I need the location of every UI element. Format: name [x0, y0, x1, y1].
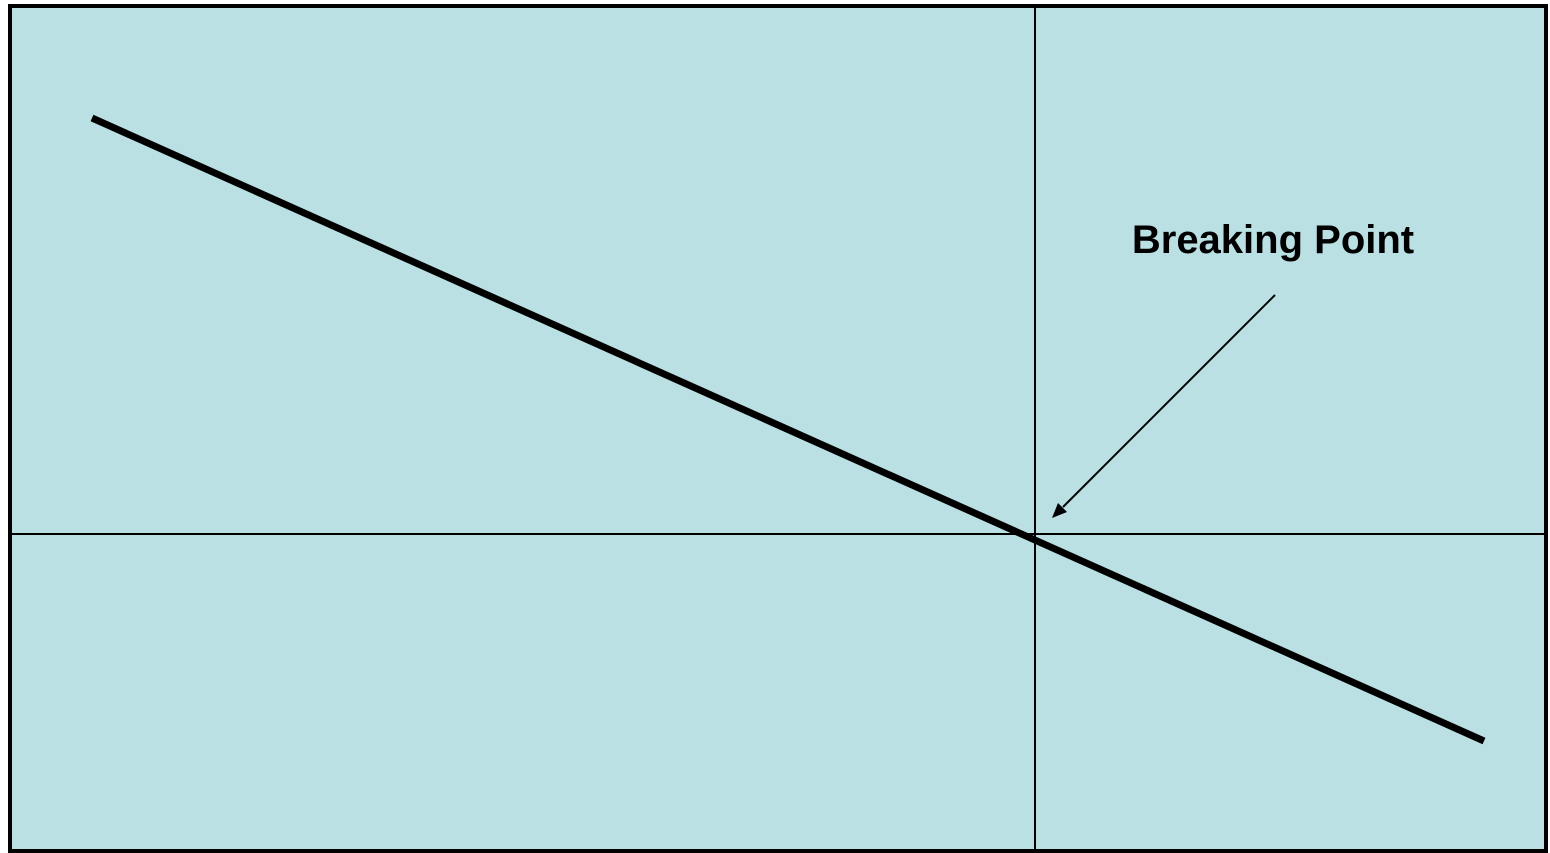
annotation-arrow-shaft — [1062, 294, 1276, 508]
breaking-point-label: Breaking Point — [1132, 218, 1414, 262]
descending-trend-line — [90, 114, 1486, 745]
annotation-arrowhead — [1052, 503, 1067, 518]
